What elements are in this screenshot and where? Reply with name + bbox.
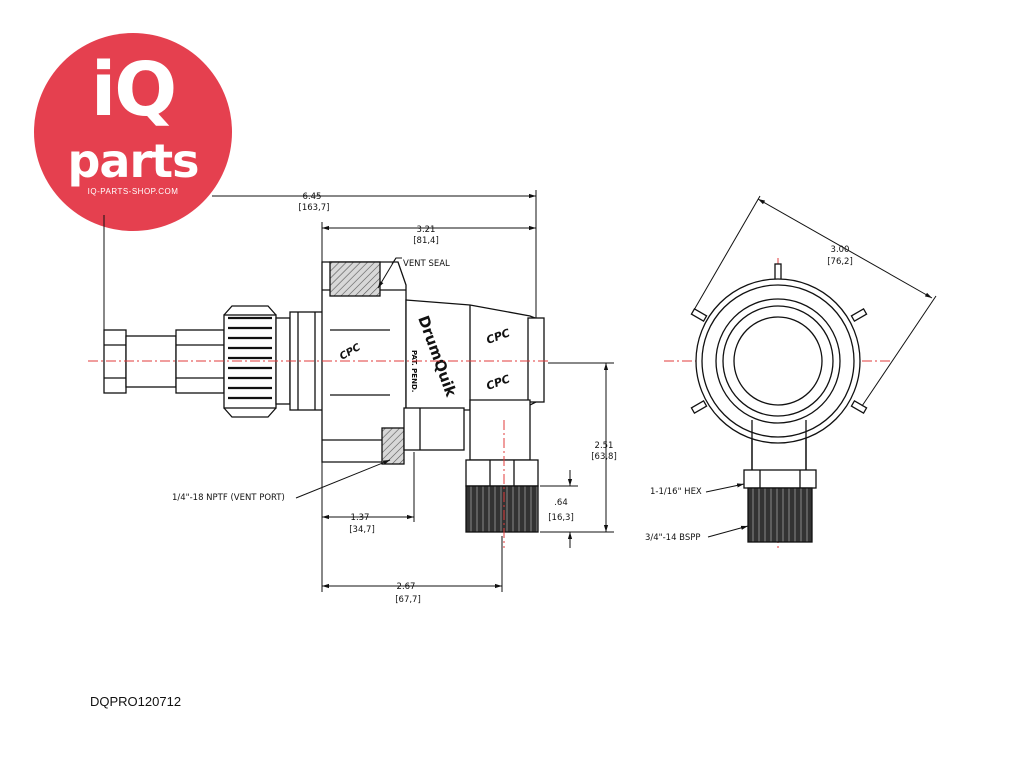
logo-url-text: IQ-PARTS-SHOP.COM [87,187,179,196]
dimension-lines [103,190,614,592]
end-thread [747,487,813,543]
dim-height-inch: 2.51 [595,441,614,451]
lug-lower-left [690,400,708,414]
dim-overall-mm: [163,7] [299,203,330,213]
logo-iq-text: iQ [90,47,177,133]
dim-thread-mm: [16,3] [548,513,574,523]
dim-vent-inch: 1.37 [351,513,370,523]
lug-upper-left [690,308,708,322]
end-view-dimensions [693,195,937,538]
note-vent-seal: VENT SEAL [403,259,450,269]
dim-body-mm: [81,4] [413,236,439,246]
end-view-dimension-texts: 3.00 [76,2] [827,245,853,267]
note-hex: 1-1/16" HEX [650,487,702,497]
dim-body-inch: 3.21 [417,225,436,235]
lug-lower-right [850,400,868,414]
dim-overall-inch: 6.45 [303,192,322,202]
vent-seal-section [329,261,381,297]
end-hex [743,469,817,489]
part-code: DQPRO120712 [90,694,182,709]
outlet-thread [465,485,539,533]
elbow [469,399,531,461]
dim-diameter-mm: [76,2] [827,257,853,267]
vent-port-section [381,427,405,465]
dim-height-mm: [63,8] [591,452,617,462]
dim-outlet-inch: 2.67 [397,582,416,592]
dim-vent-mm: [34,7] [349,525,375,535]
note-vent-port: 1/4"-18 NPTF (VENT PORT) [172,493,285,503]
side-view: DrumQuik PAT. PEND. CPC CPC CPC [103,261,545,533]
body-end-ring [527,317,545,403]
dim-thread-inch: .64 [554,498,568,508]
lug-top [774,263,782,281]
vent-port-boss [403,407,465,451]
end-bore [733,316,823,406]
logo-parts-text: parts [67,134,199,188]
dimension-texts: 6.45 [163,7] 3.21 [81,4] 2.51 [63,8] .64… [172,192,702,605]
iq-parts-logo: iQ parts IQ-PARTS-SHOP.COM [34,33,232,231]
dim-diameter-inch: 3.00 [831,245,850,255]
outlet-hex [465,459,539,487]
lug-upper-right [850,308,868,322]
dim-outlet-mm: [67,7] [395,595,421,605]
note-thread: 3/4"-14 BSPP [645,533,701,543]
end-view [690,263,868,543]
patent-text: PAT. PEND. [410,350,418,392]
